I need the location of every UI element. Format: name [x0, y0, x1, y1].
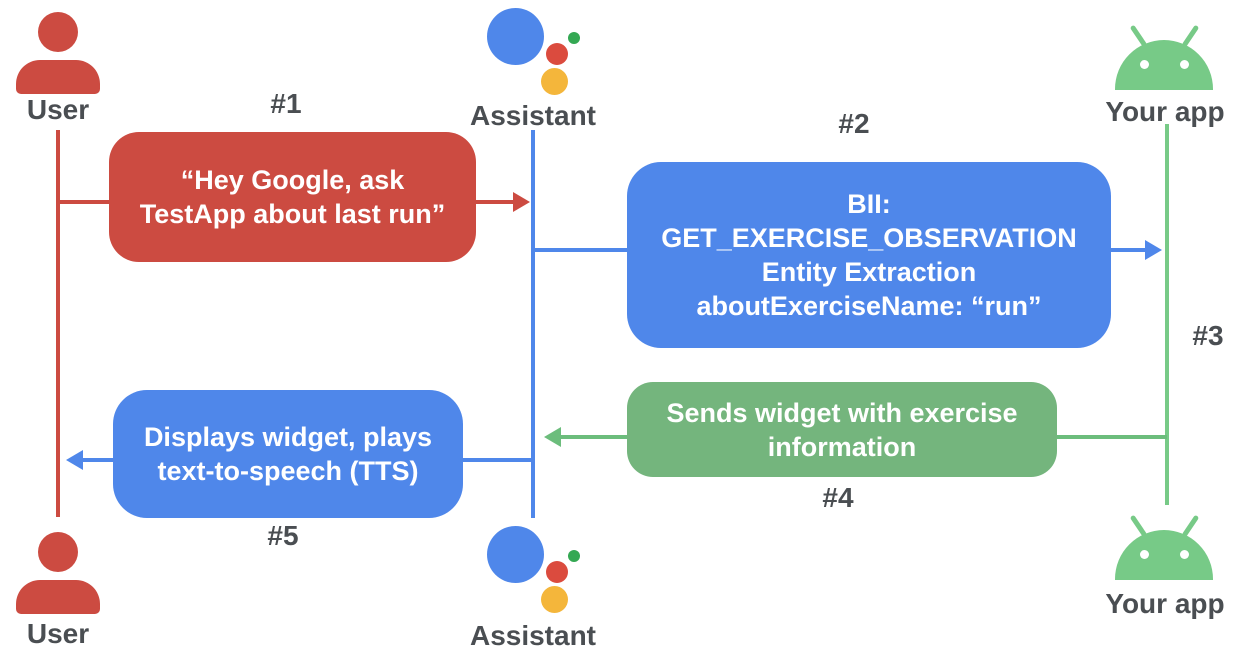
message-2-text-line: BII:: [847, 189, 891, 219]
assistant-icon-bottom: [480, 524, 590, 616]
message-1-box: “Hey Google, ask TestApp about last run”: [109, 132, 476, 262]
step-2-badge: #2: [838, 108, 870, 139]
message-1-text-line: TestApp about last run”: [139, 199, 446, 229]
step-3-badge: #3: [1192, 320, 1224, 351]
user-icon-head: [38, 532, 78, 572]
assistant-yellow-circle: [541, 68, 568, 95]
android-head: [1115, 530, 1213, 580]
assistant-red-circle: [546, 561, 568, 583]
lifeline-user: [56, 130, 60, 517]
step-1-badge: #1: [270, 88, 302, 119]
message-4-text-line: Sends widget with exercise: [666, 397, 1018, 428]
lifeline-assistant: [531, 130, 535, 518]
message-1-arrowhead: [513, 192, 530, 212]
user-icon-bottom: [16, 532, 100, 616]
message-5-box: Displays widget, plays text-to-speech (T…: [113, 390, 463, 518]
lifeline-your-app: [1165, 124, 1169, 505]
message-5-text-line: text-to-speech (TTS): [157, 456, 419, 486]
step-4-badge: #4: [822, 482, 854, 513]
user-icon-head: [38, 12, 78, 52]
step-5-badge: #5: [267, 520, 299, 551]
actor-label-app-top: Your app: [1105, 96, 1225, 127]
message-2-text-line: aboutExerciseName: “run”: [696, 291, 1042, 321]
message-2-box: BII: GET_EXERCISE_OBSERVATION Entity Ext…: [627, 162, 1111, 348]
assistant-red-circle: [546, 43, 568, 65]
android-head: [1115, 40, 1213, 90]
assistant-icon: [480, 6, 590, 98]
assistant-yellow-circle: [541, 586, 568, 613]
message-4-box: Sends widget with exercise information: [627, 382, 1057, 477]
actor-label-user-top: User: [26, 94, 90, 125]
user-icon-body: [16, 580, 100, 614]
message-5-text-line: Displays widget, plays: [143, 422, 433, 452]
android-eye-left: [1140, 550, 1149, 559]
message-2-text-line: GET_EXERCISE_OBSERVATION: [661, 223, 1077, 253]
assistant-blue-circle: [487, 526, 544, 583]
assistant-green-dot: [568, 550, 580, 562]
android-eye-left: [1140, 60, 1149, 69]
your-app-android-icon-bottom: [1104, 508, 1224, 580]
actor-label-user-bottom: User: [26, 618, 90, 649]
actor-label-assistant-top: Assistant: [469, 100, 597, 131]
assistant-blue-circle: [487, 8, 544, 65]
message-4-text-line: information: [767, 431, 917, 462]
actor-label-app-bottom: Your app: [1105, 588, 1225, 619]
message-1-text-line: “Hey Google, ask: [180, 165, 405, 195]
user-icon: [16, 12, 100, 96]
assistant-green-dot: [568, 32, 580, 44]
actor-label-assistant-bottom: Assistant: [469, 620, 597, 651]
android-eye-right: [1180, 550, 1189, 559]
android-eye-right: [1180, 60, 1189, 69]
your-app-android-icon: [1104, 18, 1224, 90]
user-icon-body: [16, 60, 100, 94]
message-4-arrowhead: [544, 427, 561, 447]
message-2-text-line: Entity Extraction: [761, 257, 977, 287]
message-5-arrowhead: [66, 450, 83, 470]
message-2-arrowhead: [1145, 240, 1162, 260]
